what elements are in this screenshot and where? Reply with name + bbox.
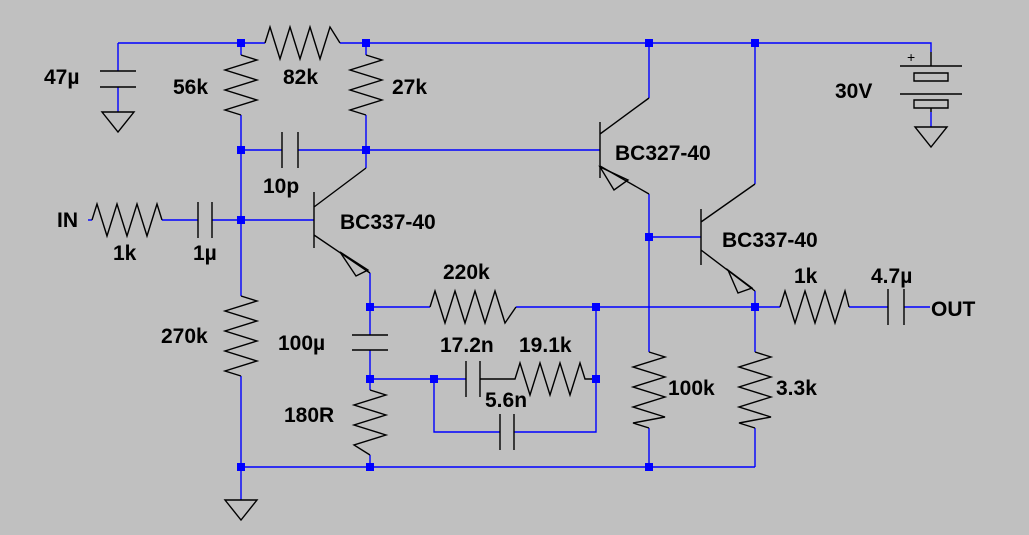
junction-dot: [237, 463, 245, 471]
resistor-220k: [429, 288, 517, 326]
junction-dot: [592, 375, 600, 383]
label-c-47u: 47µ: [44, 66, 79, 89]
ground-symbol-2: [913, 126, 949, 149]
label-r-19-1k: 19.1k: [519, 334, 572, 357]
junction-dot: [237, 146, 245, 154]
battery-30v: [900, 52, 962, 112]
label-r-56k: 56k: [173, 76, 208, 99]
junction-dot: [751, 303, 759, 311]
label-r-3-3k: 3.3k: [776, 377, 817, 400]
label-r-270k: 270k: [161, 325, 208, 348]
resistor-3-3k: [736, 351, 774, 429]
resistor-82k: [264, 24, 341, 62]
label-c-10p: 10p: [263, 175, 299, 198]
junction-dot: [751, 39, 759, 47]
capacitor-1u: [197, 202, 213, 238]
label-r-1k-in: 1k: [113, 242, 137, 265]
capacitor-47u: [100, 70, 136, 88]
transistor-bc327-arrow: [598, 165, 630, 192]
label-v-30v: 30V: [835, 80, 872, 103]
transistor-bc337-2-arrow: [726, 267, 754, 294]
components: [91, 24, 962, 522]
label-r-1k-out: 1k: [794, 265, 818, 288]
label-q-bc337-2: BC337-40: [722, 229, 818, 252]
ground-symbol-1: [100, 111, 136, 134]
label-c-5-6n: 5.6n: [485, 389, 527, 412]
junction-dot: [362, 146, 370, 154]
capacitor-5-6n: [499, 414, 515, 450]
label-c-17-2n: 17.2n: [440, 334, 494, 357]
capacitor-4-7u: [887, 289, 905, 325]
junctions: [237, 39, 759, 471]
junction-dot: [645, 463, 653, 471]
label-c-100u: 100µ: [278, 332, 325, 355]
label-r-220k: 220k: [443, 261, 490, 284]
junction-dot: [645, 233, 653, 241]
label-r-27k: 27k: [392, 76, 427, 99]
capacitor-10p: [281, 132, 299, 168]
junction-dot: [645, 39, 653, 47]
label-plus: +: [907, 49, 915, 65]
junction-dot: [366, 463, 374, 471]
resistor-1k-output: [779, 288, 850, 326]
labels: 47µ 56k 82k 27k 30V + 10p BC327-40 IN BC…: [44, 49, 976, 427]
label-in: IN: [57, 209, 78, 232]
resistor-100k: [630, 351, 668, 429]
resistor-1k-input: [91, 201, 163, 239]
capacitor-17-2n: [465, 361, 481, 397]
resistor-19-1k: [480, 360, 596, 398]
junction-dot: [366, 375, 374, 383]
transistor-bc337-1-arrow: [339, 251, 370, 277]
label-r-100k: 100k: [668, 377, 715, 400]
capacitor-100u: [352, 334, 388, 351]
ground-symbol-3: [223, 499, 259, 522]
junction-dot: [237, 216, 245, 224]
label-q-bc337-1: BC337-40: [340, 211, 436, 234]
resistor-270k: [222, 295, 260, 377]
junction-dot: [237, 39, 245, 47]
junction-dot: [430, 375, 438, 383]
wires: [88, 42, 932, 500]
junction-dot: [366, 303, 374, 311]
label-c-4-7u: 4.7µ: [871, 265, 912, 288]
junction-dot: [362, 39, 370, 47]
resistor-27k: [347, 54, 385, 116]
resistor-56k: [222, 54, 260, 116]
label-r-180r: 180R: [284, 404, 334, 427]
label-r-82k: 82k: [283, 66, 318, 89]
resistor-180r: [351, 389, 389, 456]
label-out: OUT: [931, 298, 976, 321]
label-q-bc327: BC327-40: [615, 142, 711, 165]
junction-dot: [592, 303, 600, 311]
label-c-1u: 1µ: [193, 242, 217, 265]
